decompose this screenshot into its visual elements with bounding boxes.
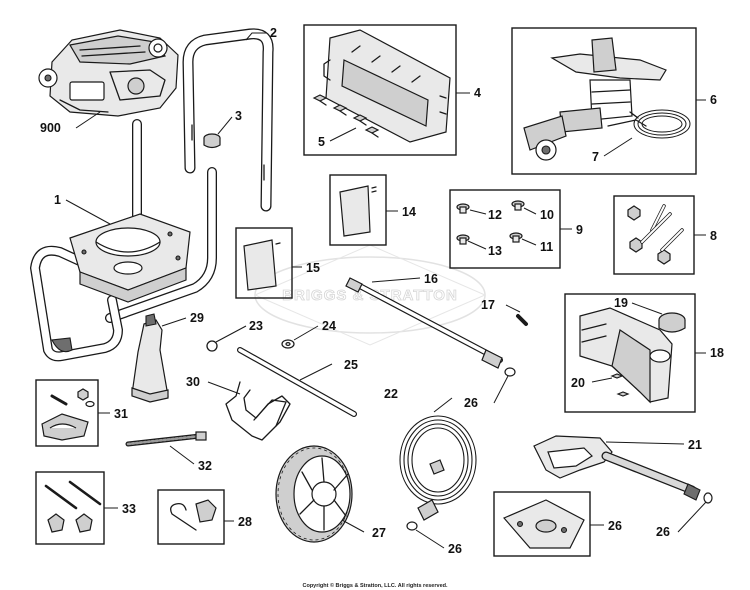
lance-part-16[interactable] xyxy=(345,277,503,369)
valve-part-12[interactable] xyxy=(456,203,470,214)
callout-12: 12 xyxy=(488,208,502,222)
axle-part-25[interactable] xyxy=(237,347,357,417)
decal-part-14[interactable] xyxy=(339,185,377,237)
callout-27: 27 xyxy=(372,526,386,540)
foot-part-31[interactable] xyxy=(41,388,95,441)
callout-7: 7 xyxy=(592,150,599,164)
kit-box-14 xyxy=(329,174,387,246)
screws-part-20[interactable] xyxy=(610,373,630,397)
callout-22: 22 xyxy=(384,387,398,401)
callout-26d: 26 xyxy=(656,525,670,539)
callout-29: 29 xyxy=(190,311,204,325)
callout-8: 8 xyxy=(710,229,717,243)
callout-3: 3 xyxy=(235,109,242,123)
wheel-part-27[interactable] xyxy=(275,445,353,543)
hose-part-22[interactable] xyxy=(399,415,477,521)
o-ring-part-26d[interactable] xyxy=(703,492,713,504)
kit-box-4 xyxy=(303,24,457,156)
callout-32: 32 xyxy=(198,459,212,473)
kit-box-28 xyxy=(157,489,225,545)
fuel-tank-part-18[interactable] xyxy=(579,307,673,404)
fuel-cap-part-19[interactable] xyxy=(658,312,686,333)
briggs-stratton-watermark: BRIGGS & STRATTON xyxy=(253,244,487,346)
decal-part-26c[interactable] xyxy=(503,499,585,549)
callout-33: 33 xyxy=(122,502,136,516)
handle-part-2[interactable] xyxy=(182,28,274,212)
gun-part-21[interactable] xyxy=(533,435,701,501)
plug-part-3[interactable] xyxy=(203,133,221,149)
kit-box-8 xyxy=(613,195,695,275)
valve-part-11[interactable] xyxy=(509,232,523,243)
frame-part-1[interactable] xyxy=(29,119,217,362)
valve-part-13[interactable] xyxy=(456,234,470,245)
callout-26a: 26 xyxy=(464,396,478,410)
clip-part-23[interactable] xyxy=(206,340,218,352)
callout-14: 14 xyxy=(402,205,416,219)
hardware-part-33[interactable] xyxy=(44,480,102,533)
leader-lines xyxy=(65,32,707,549)
callout-26b: 26 xyxy=(448,542,462,556)
callout-1: 1 xyxy=(54,193,61,207)
shroud-part-4[interactable] xyxy=(323,29,451,143)
boot-part-29[interactable] xyxy=(131,313,169,403)
valve-part-10[interactable] xyxy=(511,200,525,211)
callout-900: 900 xyxy=(40,121,61,135)
hose-part-7[interactable] xyxy=(629,109,691,139)
callout-28: 28 xyxy=(238,515,252,529)
callout-10: 10 xyxy=(540,208,554,222)
callout-30: 30 xyxy=(186,375,200,389)
decal-part-15[interactable] xyxy=(243,239,281,291)
callout-labels: 900 1 2 3 4 5 6 7 8 9 10 11 12 13 14 15 … xyxy=(40,26,724,556)
callout-26c: 26 xyxy=(608,519,622,533)
callout-19: 19 xyxy=(614,296,628,310)
bolts-part-8[interactable] xyxy=(627,204,684,265)
callout-23: 23 xyxy=(249,319,263,333)
engine-part-900[interactable] xyxy=(38,29,179,117)
washer-part-24[interactable] xyxy=(281,339,295,349)
tip-part-17[interactable] xyxy=(516,314,528,326)
kit-box-15 xyxy=(235,227,293,299)
hardware-part-28[interactable] xyxy=(170,499,217,531)
callout-9: 9 xyxy=(576,223,583,237)
callout-4: 4 xyxy=(474,86,481,100)
strap-part-32[interactable] xyxy=(125,431,207,447)
o-ring-part-26a[interactable] xyxy=(504,367,516,377)
copyright-notice: Copyright © Briggs & Stratton, LLC. All … xyxy=(302,582,448,589)
callout-13: 13 xyxy=(488,244,502,258)
bracket-part-30[interactable] xyxy=(225,381,291,441)
callout-17: 17 xyxy=(481,298,495,312)
callout-20: 20 xyxy=(571,376,585,390)
callout-6: 6 xyxy=(710,93,717,107)
callout-31: 31 xyxy=(114,407,128,421)
callout-2: 2 xyxy=(270,26,277,40)
pump-part-6[interactable] xyxy=(523,37,667,161)
kit-box-9 xyxy=(449,189,561,269)
kit-box-26 xyxy=(493,491,591,557)
callout-5: 5 xyxy=(318,135,325,149)
kit-box-6 xyxy=(511,27,697,175)
callout-24: 24 xyxy=(322,319,336,333)
callout-18: 18 xyxy=(710,346,724,360)
callout-11: 11 xyxy=(540,240,553,254)
callout-15: 15 xyxy=(306,261,320,275)
callout-25: 25 xyxy=(344,358,358,372)
watermark-text: BRIGGS & STRATTON xyxy=(282,287,458,304)
callout-21: 21 xyxy=(688,438,702,452)
screws-part-5[interactable] xyxy=(312,94,380,138)
o-ring-part-26b[interactable] xyxy=(406,521,418,531)
callout-16: 16 xyxy=(424,272,438,286)
